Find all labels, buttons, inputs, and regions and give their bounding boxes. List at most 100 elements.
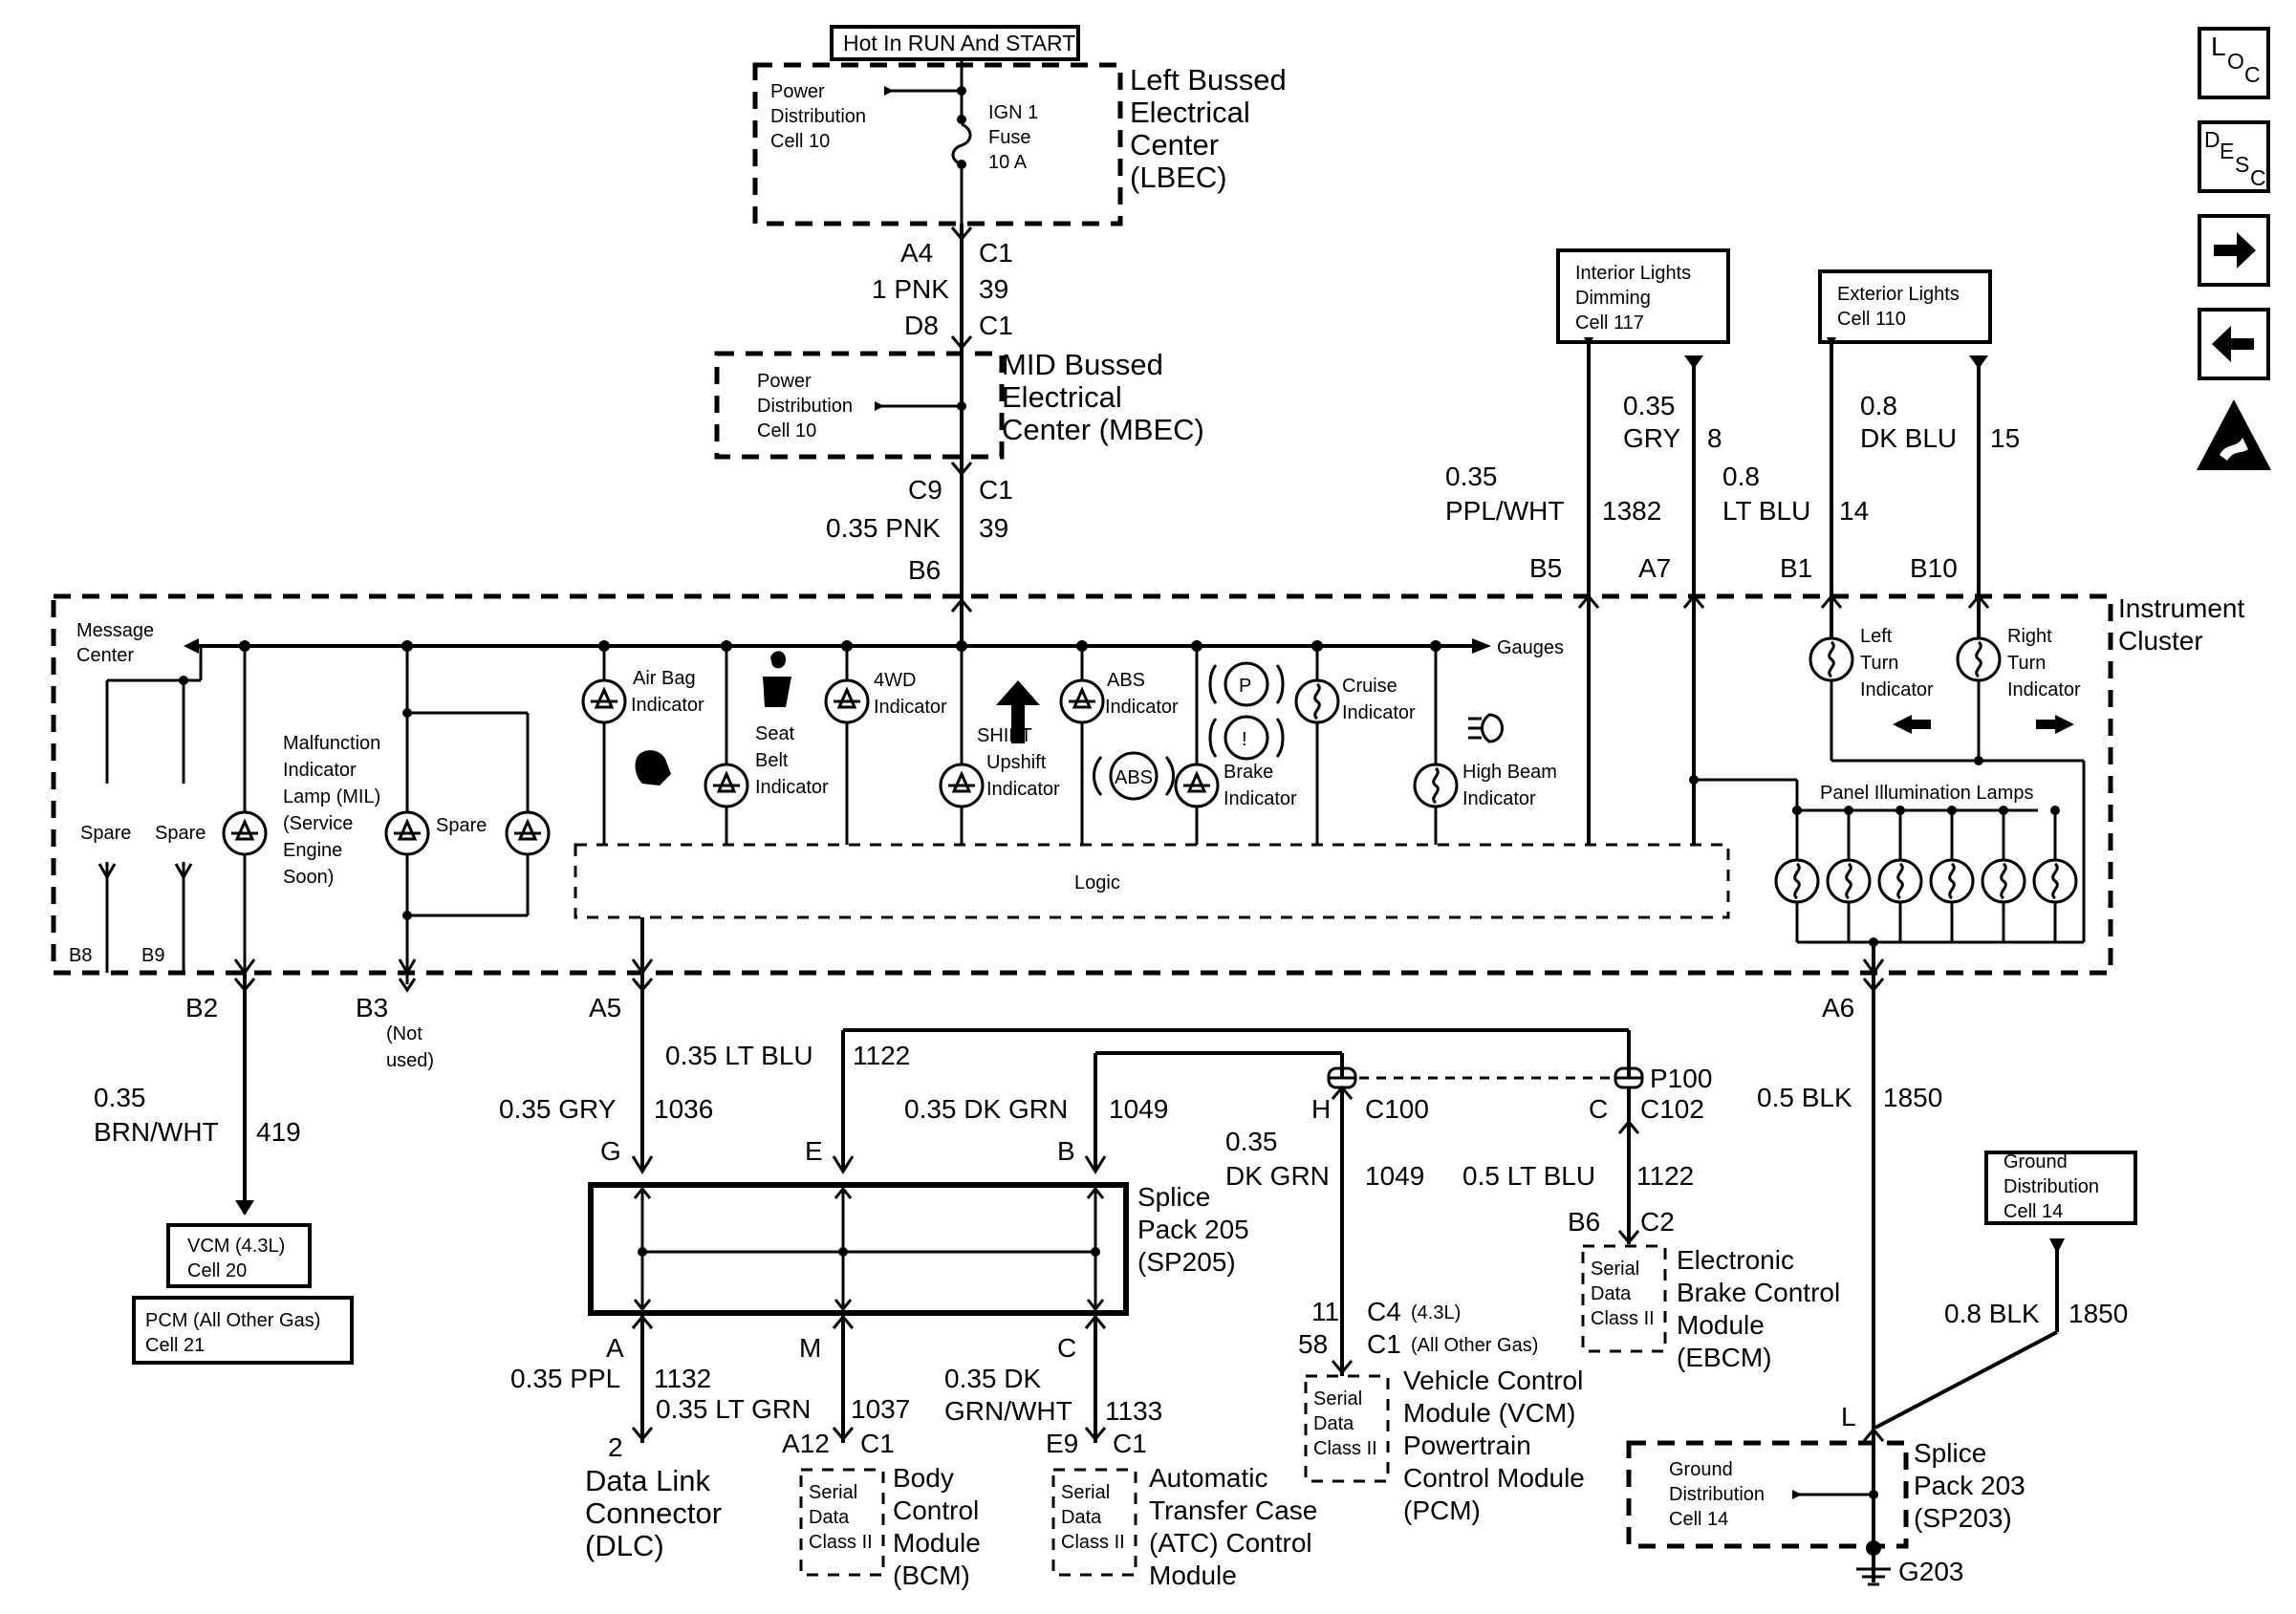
next-page-button[interactable]: [2198, 214, 2270, 287]
svg-text:(ATC) Control: (ATC) Control: [1149, 1528, 1312, 1558]
bcm-label: Body Control Module (BCM): [893, 1463, 981, 1590]
arrow-left-icon: [2212, 326, 2254, 362]
svg-text:G203: G203: [1898, 1557, 1964, 1586]
svg-text:C: C: [2250, 165, 2266, 190]
svg-text:1850: 1850: [1883, 1083, 1942, 1112]
svg-text:A6: A6: [1822, 993, 1854, 1022]
seatbelt-icon: [763, 651, 791, 707]
panel-lamp-bulb-icon: [1877, 806, 1923, 942]
message-center-label: Message Center: [76, 620, 154, 666]
svg-text:8: 8: [1707, 423, 1722, 453]
svg-text:L: L: [2211, 32, 2226, 61]
svg-text:Left: Left: [1860, 626, 1893, 647]
svg-text:0.35 DK: 0.35 DK: [944, 1364, 1041, 1393]
svg-text:Indicator: Indicator: [1342, 702, 1416, 723]
svg-text:Center (MBEC): Center (MBEC): [1002, 413, 1204, 446]
splice-pack-203-box: [1626, 1440, 1909, 1549]
svg-text:Serial: Serial: [1591, 1259, 1639, 1280]
ign1-fuse-label: IGN 1 Fuse 10 A: [988, 102, 1038, 173]
exterior-lights-label: Exterior Lights Cell 110: [1837, 284, 1960, 330]
svg-text:(Service: (Service: [283, 813, 353, 834]
airbag-indicator: Air Bag Indicator: [581, 640, 704, 845]
svg-text:Right: Right: [2007, 626, 2052, 647]
esd-warning-icon: [2197, 399, 2271, 470]
svg-text:Distribution: Distribution: [757, 396, 853, 417]
svg-text:C2: C2: [1640, 1207, 1675, 1237]
svg-text:Module: Module: [1677, 1310, 1765, 1340]
svg-text:Transfer Case: Transfer Case: [1149, 1496, 1317, 1525]
exterior-lights-box: [1818, 269, 1992, 344]
svg-text:Power: Power: [757, 371, 812, 392]
svg-text:ABS: ABS: [1107, 670, 1145, 691]
location-nav-button[interactable]: L O C: [2198, 27, 2270, 99]
lbec-power-distribution: Power Distribution Cell 10: [770, 81, 866, 152]
description-nav-button[interactable]: D E S C: [2198, 120, 2270, 193]
svg-text:1049: 1049: [1109, 1094, 1168, 1124]
svg-text:C4: C4: [1367, 1297, 1401, 1326]
svg-text:14: 14: [1839, 496, 1869, 526]
svg-text:Belt: Belt: [755, 750, 789, 771]
ground-icon: [1856, 1540, 1891, 1586]
svg-text:Spare: Spare: [80, 823, 131, 844]
lower-wire-labels: A M C 0.35 PPL 1132 0.35 LT GRN 1037 0.3…: [510, 1333, 1162, 1462]
svg-text:Left Bussed: Left Bussed: [1130, 63, 1287, 97]
svg-text:1122: 1122: [853, 1041, 910, 1070]
svg-text:B6: B6: [908, 555, 941, 585]
svg-text:Center: Center: [1130, 128, 1219, 161]
svg-text:C1: C1: [1113, 1429, 1147, 1458]
svg-text:Indicator: Indicator: [283, 760, 357, 781]
svg-text:Ground: Ground: [2004, 1151, 2068, 1173]
atc-serial-label: Serial Data Class II: [1061, 1482, 1125, 1553]
svg-text:C1: C1: [979, 475, 1013, 505]
vcm-serial-data-box: [1304, 1374, 1390, 1483]
svg-text:C1: C1: [860, 1429, 895, 1458]
svg-text:0.5 BLK: 0.5 BLK: [1757, 1083, 1852, 1112]
svg-text:Cluster: Cluster: [2118, 626, 2203, 656]
atc-serial-data-box: [1051, 1468, 1137, 1577]
svg-text:A12: A12: [782, 1429, 830, 1458]
svg-text:Indicator: Indicator: [1462, 788, 1536, 809]
svg-text:Splice: Splice: [1914, 1438, 1986, 1468]
panel-lamp-bulb-icon: [1826, 806, 1872, 942]
svg-text:C1: C1: [1367, 1329, 1401, 1359]
panel-lamp-bulb-icon: [1929, 806, 1975, 942]
svg-text:0.35: 0.35: [1225, 1127, 1278, 1156]
svg-text:Turn: Turn: [2007, 653, 2046, 674]
ground-distribution-box: [1984, 1151, 2137, 1225]
svg-text:0.35: 0.35: [94, 1083, 146, 1112]
svg-text:(SP203): (SP203): [1914, 1503, 2012, 1533]
svg-text:0.35 PNK: 0.35 PNK: [826, 513, 941, 543]
arrow-left-icon: [1893, 715, 1931, 734]
previous-page-button[interactable]: [2198, 308, 2270, 380]
lbec-box: [752, 62, 1123, 226]
svg-text:Data: Data: [1591, 1283, 1632, 1304]
svg-text:B9: B9: [141, 945, 164, 966]
svg-text:B5: B5: [1529, 553, 1562, 583]
svg-text:P100: P100: [1650, 1064, 1712, 1093]
svg-text:1036: 1036: [654, 1094, 713, 1124]
svg-text:Dimming: Dimming: [1575, 288, 1651, 309]
svg-text:GRN/WHT: GRN/WHT: [944, 1396, 1072, 1426]
mbec-name: MID Bussed Electrical Center (MBEC): [1002, 348, 1204, 446]
svg-text:M: M: [799, 1333, 821, 1363]
svg-text:Pack 203: Pack 203: [1914, 1471, 2025, 1500]
svg-text:C1: C1: [979, 238, 1013, 268]
svg-text:Electrical: Electrical: [1002, 380, 1122, 414]
svg-text:L: L: [1841, 1402, 1856, 1431]
svg-text:G: G: [600, 1136, 621, 1166]
svg-text:Class II: Class II: [1061, 1532, 1125, 1553]
park-brake-symbol-icon: P: [1208, 661, 1285, 707]
svg-text:D8: D8: [904, 311, 939, 340]
svg-text:C: C: [1057, 1333, 1076, 1363]
svg-text:B: B: [1057, 1136, 1075, 1166]
svg-text:(Not: (Not: [386, 1023, 422, 1044]
svg-text:O: O: [2227, 49, 2244, 74]
svg-text:S: S: [2235, 152, 2249, 177]
svg-text:(BCM): (BCM): [893, 1560, 970, 1590]
interior-lights-label: Interior Lights Dimming Cell 117: [1575, 263, 1691, 334]
svg-text:PCM (All Other Gas): PCM (All Other Gas): [145, 1310, 320, 1331]
svg-text:Body: Body: [893, 1463, 954, 1493]
svg-text:Cell 21: Cell 21: [145, 1335, 205, 1356]
svg-text:Cell 10: Cell 10: [770, 131, 830, 152]
svg-text:DK GRN: DK GRN: [1225, 1161, 1330, 1191]
